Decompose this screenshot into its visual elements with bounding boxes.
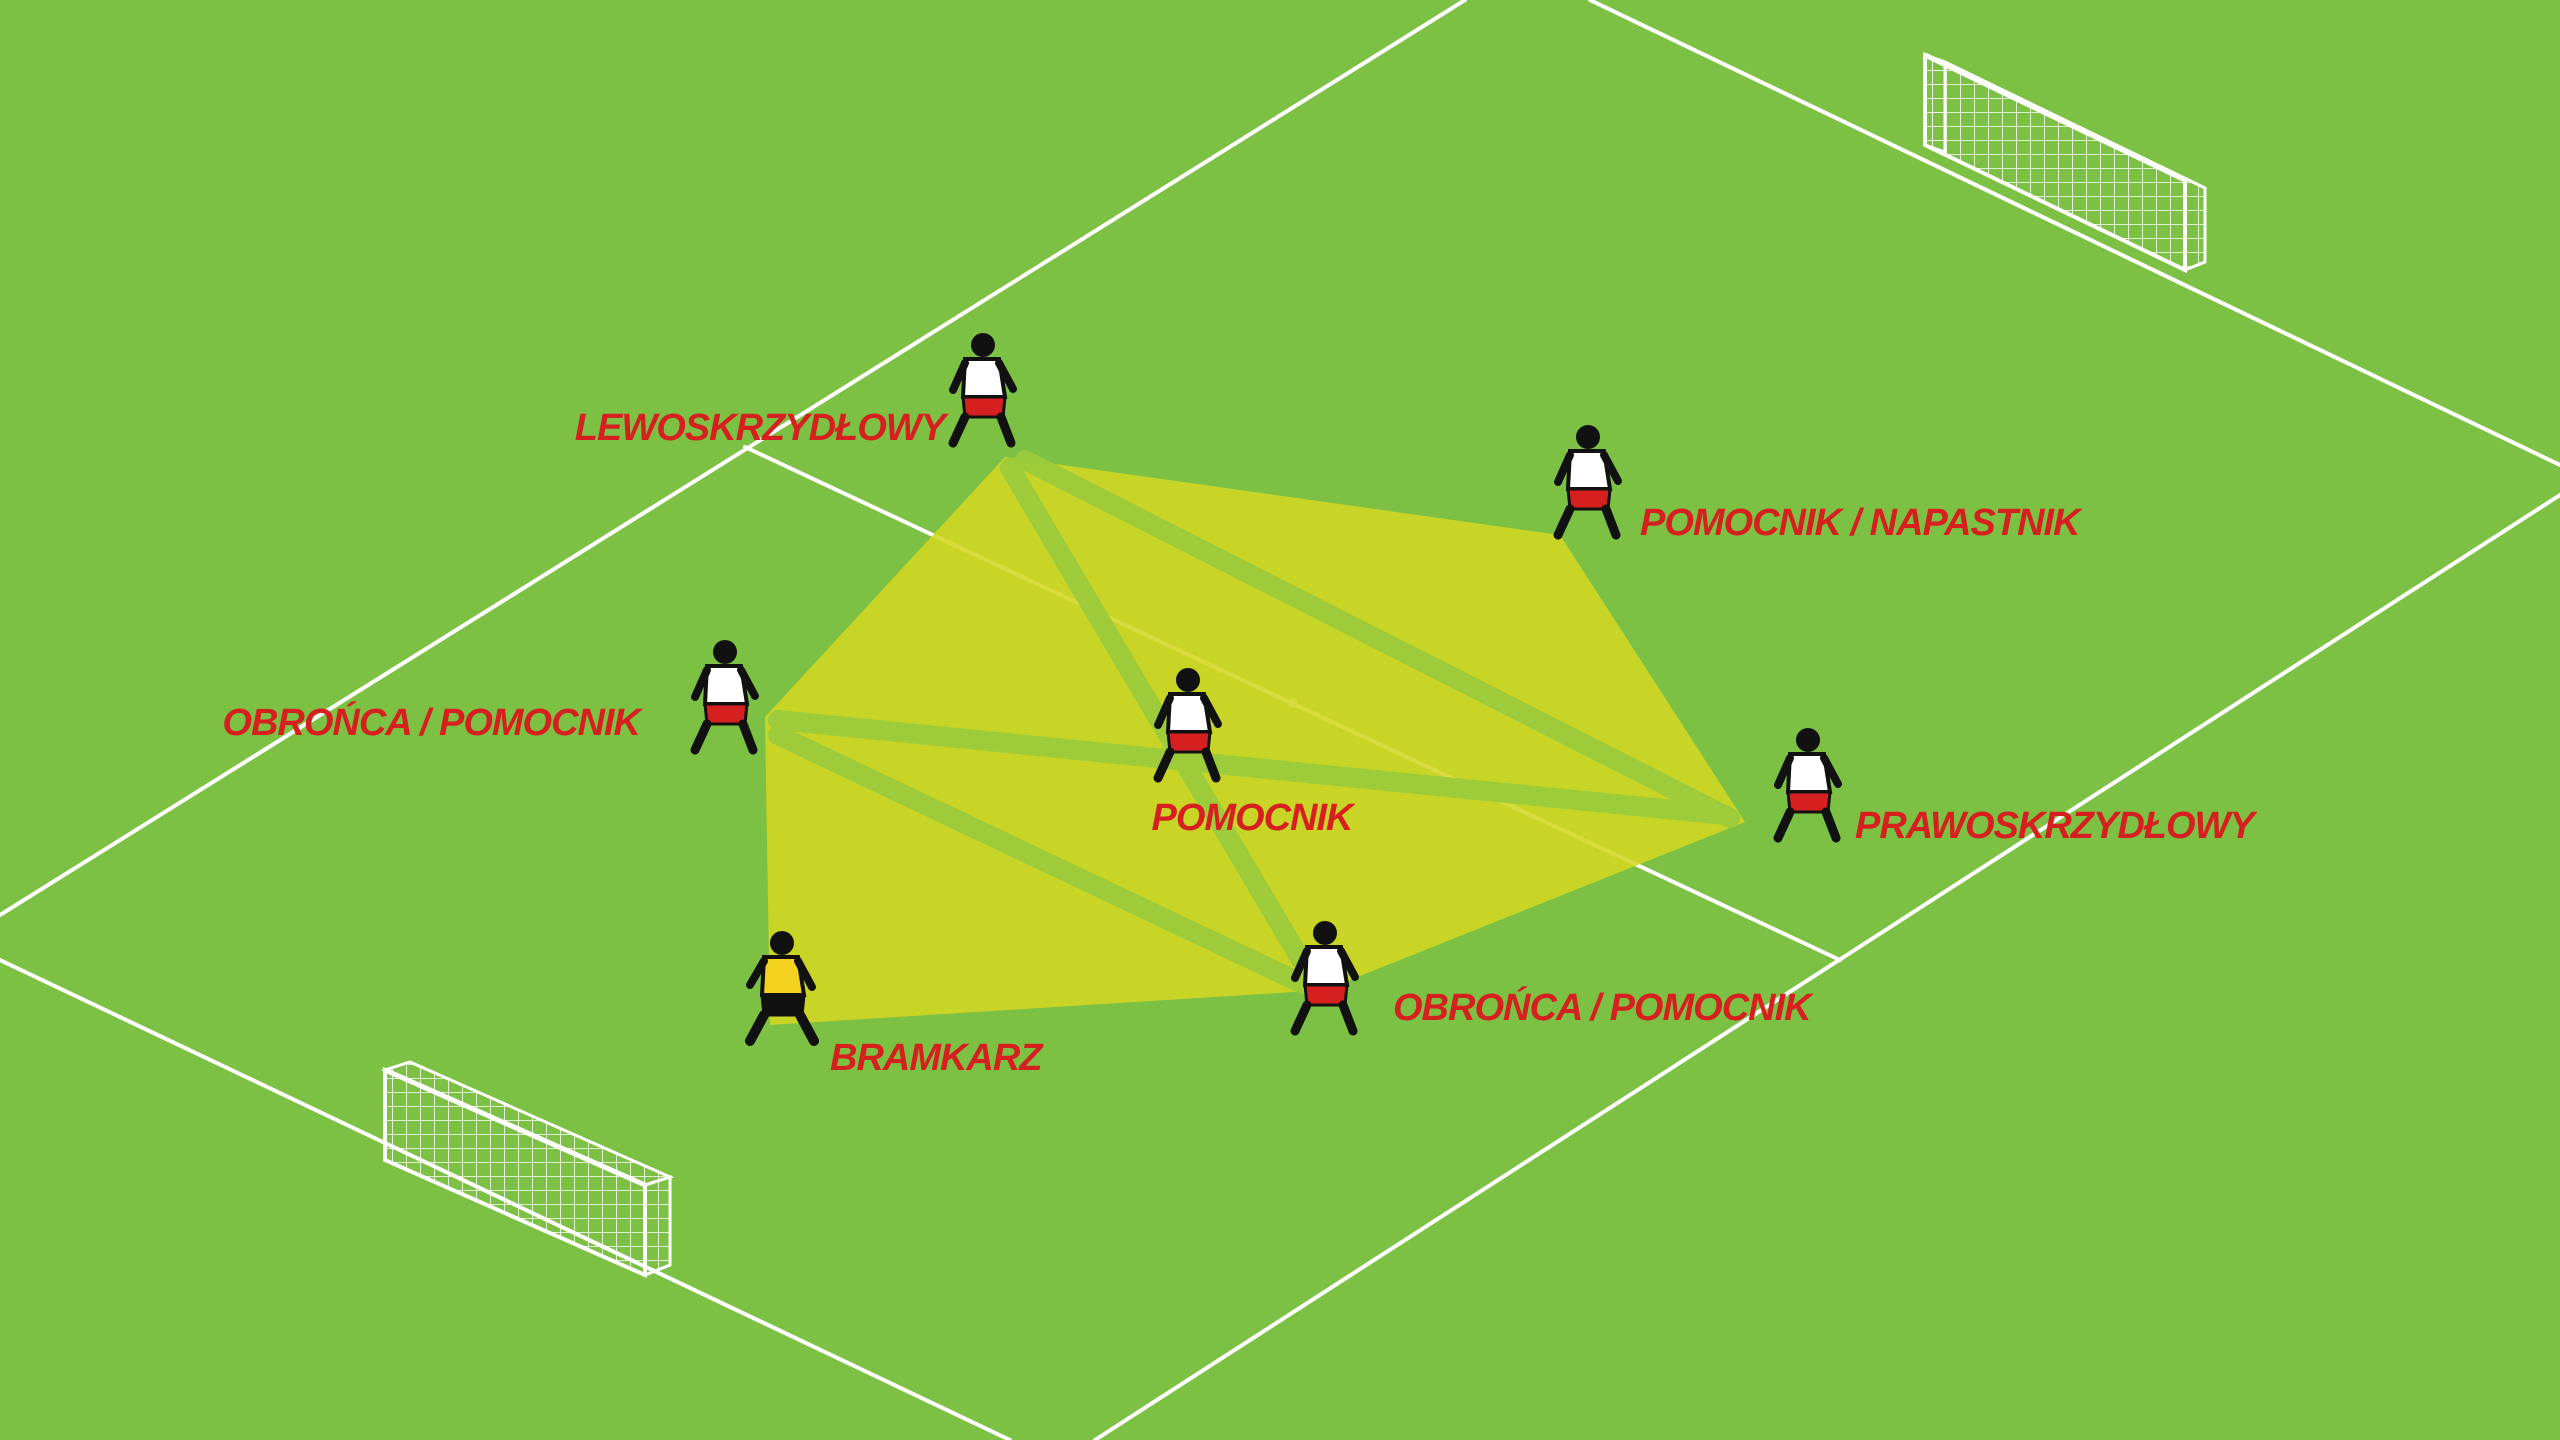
label-gk: BRAMKARZ (830, 1037, 1044, 1079)
label-cm: POMOCNIK (1152, 797, 1357, 839)
label-lw: LEWOSKRZYDŁOWY (575, 407, 950, 449)
label-dl: OBROŃCA / POMOCNIK (222, 700, 643, 744)
label-dr: OBROŃCA / POMOCNIK (1393, 985, 1814, 1029)
label-mf: POMOCNIK / NAPASTNIK (1640, 502, 2083, 544)
label-rw: PRAWOSKRZYDŁOWY (1855, 805, 2258, 847)
